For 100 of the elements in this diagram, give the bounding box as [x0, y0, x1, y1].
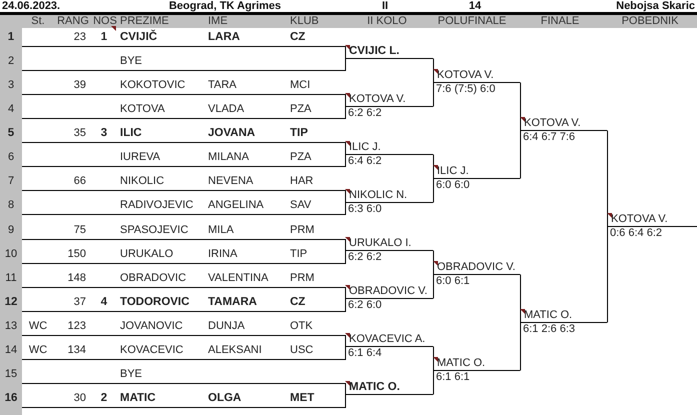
- club-code: SAV: [290, 198, 312, 212]
- match-score: 7:6 (7:5) 6:0: [436, 83, 496, 96]
- match-score: 6:2 6:0: [348, 299, 382, 312]
- match-score: 6:0 6:0: [436, 179, 470, 192]
- row-number: 6: [8, 150, 14, 164]
- bracket-line: [345, 106, 346, 120]
- match-score: 6:3 6:0: [348, 203, 382, 216]
- ranking-number: 37: [74, 294, 86, 309]
- first-name-text: MILANA: [208, 150, 249, 164]
- bracket-line: [345, 58, 346, 72]
- bracket-line: [345, 142, 346, 155]
- column-header: FINALE: [540, 15, 580, 28]
- winner-name: MATIC O.: [437, 357, 486, 370]
- winner-name: NIKOLIC N.: [349, 189, 408, 202]
- club-code: PZA: [290, 102, 312, 116]
- first-name-text: VLADA: [208, 102, 244, 116]
- row-number: 13: [4, 318, 18, 333]
- winner-name: ILIC J.: [437, 165, 469, 178]
- winner-name: KOTOVA V.: [437, 69, 494, 82]
- first-name-text: JOVANA: [208, 126, 256, 140]
- column-header: POBEDNIK: [622, 15, 678, 28]
- winner-name: KOTOVA V.: [349, 93, 406, 106]
- surname-text: KOVACEVIC: [120, 342, 184, 357]
- winner-name: OBRADOVIC V.: [349, 285, 428, 298]
- row-number: 8: [8, 198, 14, 212]
- match-score: 6:1 2:6 6:3: [523, 323, 575, 336]
- bracket-line: [345, 346, 346, 360]
- row-number: 14: [4, 342, 18, 357]
- column-header: PREZIME: [120, 15, 169, 28]
- club-code: HAR: [290, 174, 314, 188]
- winner-name: MATIC O.: [349, 381, 400, 394]
- row-number: 15: [4, 366, 18, 381]
- match-score: 6:4 6:2: [348, 155, 382, 168]
- first-name-text: DUNJA: [208, 318, 245, 333]
- column-header: NOS: [93, 15, 117, 28]
- surname-text: BYE: [120, 366, 142, 381]
- club-code: CZ: [290, 30, 306, 44]
- match-score: 6:0 6:1: [436, 275, 470, 288]
- seed-number: 3: [100, 126, 108, 140]
- ranking-number: 134: [68, 342, 86, 357]
- ranking-number: 148: [68, 270, 86, 285]
- venue-text: Beograd, TK Agrimes: [168, 0, 282, 13]
- seed-number: 1: [100, 30, 108, 44]
- row-number: 9: [8, 222, 14, 237]
- first-name-text: VALENTINA: [208, 270, 268, 285]
- club-code: MCI: [290, 78, 310, 92]
- bracket-line: [345, 94, 346, 107]
- surname-text: ILIC: [120, 126, 142, 140]
- draw-size-text: 14: [468, 0, 482, 13]
- row-number: 2: [8, 54, 14, 68]
- bracket-line: [345, 298, 346, 312]
- club-code: CZ: [290, 294, 306, 309]
- row-number: 4: [8, 102, 14, 116]
- ranking-number: 30: [74, 391, 86, 406]
- bracket-line: [345, 250, 346, 264]
- status-text: WC: [28, 342, 48, 357]
- surname-text: IUREVA: [120, 150, 160, 164]
- ranking-number: 75: [74, 222, 86, 237]
- row-number: 7: [8, 174, 14, 188]
- club-code: USC: [290, 342, 314, 357]
- first-name-text: LARA: [208, 30, 240, 44]
- club-code: PRM: [290, 270, 314, 285]
- ranking-number: 35: [74, 126, 86, 140]
- surname-text: OBRADOVIC: [120, 270, 186, 285]
- surname-text: CVIJIČ: [120, 30, 158, 44]
- match-score: 6:2 6:2: [348, 107, 382, 120]
- row-number: 5: [8, 126, 14, 140]
- row-number: 11: [5, 270, 17, 285]
- first-name-text: ALEKSANI: [208, 342, 262, 357]
- first-name-text: TAMARA: [208, 294, 257, 309]
- first-name-text: IRINA: [208, 246, 238, 261]
- bracket-line: [345, 190, 346, 203]
- column-header: POLUFINALE: [438, 15, 506, 28]
- winner-name: OBRADOVIC V.: [437, 261, 516, 274]
- referee-name: Nebojsa Skaric: [616, 0, 695, 13]
- surname-text: TODOROVIC: [120, 294, 190, 309]
- row-number: 12: [4, 294, 18, 309]
- ranking-number: 39: [74, 78, 86, 92]
- seed-number: 2: [100, 391, 108, 406]
- winner-name: KOVACEVIC A.: [349, 333, 426, 346]
- winner-name: KOTOVA V.: [524, 117, 581, 130]
- ranking-number: 66: [74, 174, 86, 188]
- row-number: 3: [8, 78, 14, 92]
- winner-name: KOTOVA V.: [611, 213, 668, 226]
- seed-number: 4: [100, 294, 108, 309]
- category-text: II: [382, 0, 388, 13]
- first-name-text: MILA: [208, 222, 234, 237]
- column-header: II KOLO: [367, 15, 407, 28]
- surname-text: URUKALO: [120, 246, 174, 261]
- date-text: 24.06.2023.: [2, 0, 60, 13]
- club-code: PRM: [290, 222, 314, 237]
- bracket-line: [345, 154, 346, 168]
- ranking-number: 150: [68, 246, 86, 261]
- ranking-number: 123: [68, 318, 86, 333]
- column-header: KLUB: [290, 15, 319, 28]
- match-score: 6:2 6:2: [348, 251, 382, 264]
- first-name-text: ANGELINA: [208, 198, 264, 212]
- row-number: 1: [8, 30, 14, 44]
- bracket-line: [345, 202, 346, 216]
- surname-text: BYE: [120, 54, 142, 68]
